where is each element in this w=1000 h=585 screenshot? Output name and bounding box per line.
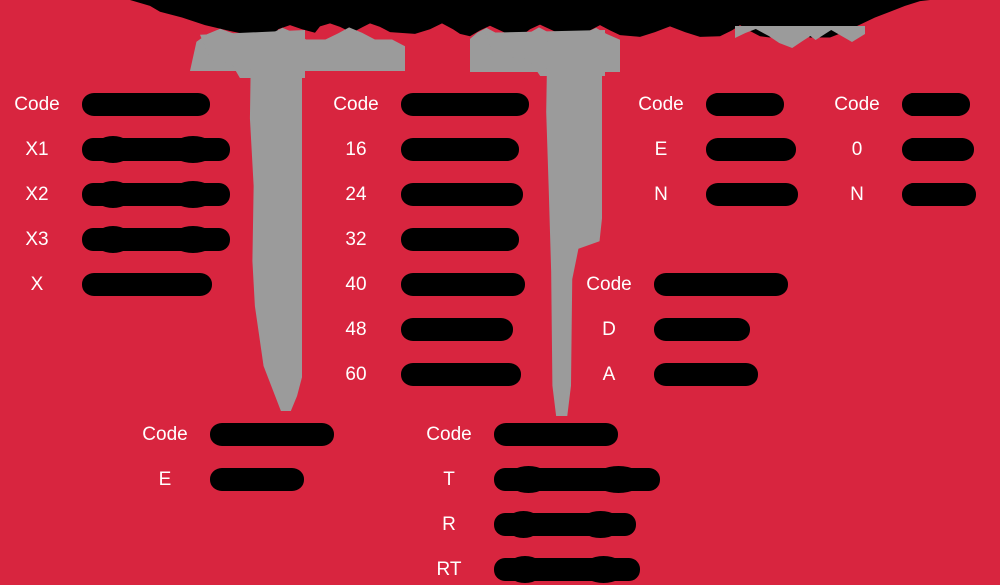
table-row: D — [578, 307, 788, 352]
table-row: 48 — [325, 307, 529, 352]
table-row: A — [578, 352, 788, 397]
cell-code: 40 — [345, 274, 367, 295]
table-row: R — [418, 502, 660, 547]
table-row: X — [6, 262, 230, 307]
redacted-description — [82, 273, 212, 296]
redacted-description — [82, 181, 230, 208]
cell-code: 32 — [345, 229, 367, 250]
table-row: 16 — [325, 127, 529, 172]
cell-code: A — [602, 364, 616, 385]
cell-code: 48 — [345, 319, 367, 340]
cell-code: 60 — [345, 364, 367, 385]
cell-code: X — [30, 274, 44, 295]
redacted-description — [210, 423, 334, 446]
redacted-description — [706, 93, 784, 116]
table-row: X3 — [6, 217, 230, 262]
redacted-description — [902, 183, 976, 206]
cell-code: E — [654, 139, 668, 160]
redacted-description — [494, 511, 636, 538]
redacted-description — [210, 468, 304, 491]
table-row: E — [134, 457, 334, 502]
redacted-description — [654, 318, 750, 341]
redacted-description — [654, 363, 758, 386]
table-row: N — [630, 172, 798, 217]
cell-code: T — [443, 469, 455, 490]
table-header-row: Code — [134, 412, 334, 457]
cell-code: X1 — [25, 139, 49, 160]
redacted-description — [401, 138, 519, 161]
column-header-code: Code — [142, 424, 188, 445]
redacted-description — [401, 363, 521, 386]
table-row: 60 — [325, 352, 529, 397]
redacted-description — [401, 228, 519, 251]
redacted-description — [401, 93, 529, 116]
redacted-description — [401, 183, 523, 206]
table-header-row: Code — [826, 82, 976, 127]
redacted-description — [494, 556, 640, 583]
redacted-description — [494, 466, 660, 493]
cell-code: X3 — [25, 229, 49, 250]
cell-code: 0 — [851, 139, 863, 160]
cell-code: E — [158, 469, 172, 490]
column-header-code: Code — [426, 424, 472, 445]
redacted-description — [401, 318, 513, 341]
redacted-description — [706, 183, 798, 206]
code-table-numeric: Code 16 24 32 40 48 60 — [325, 82, 529, 397]
table-header-row: Code — [325, 82, 529, 127]
table-row: T — [418, 457, 660, 502]
table-row: E — [630, 127, 798, 172]
cell-code: X2 — [25, 184, 49, 205]
table-row: 40 — [325, 262, 529, 307]
redacted-description — [494, 423, 618, 446]
cell-code: D — [602, 319, 616, 340]
cell-code: 16 — [345, 139, 367, 160]
table-header-row: Code — [418, 412, 660, 457]
table-header-row: Code — [630, 82, 798, 127]
table-row: RT — [418, 547, 660, 585]
table-row: N — [826, 172, 976, 217]
table-row: 0 — [826, 127, 976, 172]
redacted-description — [902, 93, 970, 116]
column-header-code: Code — [333, 94, 379, 115]
redacted-description — [82, 226, 230, 253]
column-header-code: Code — [14, 94, 60, 115]
column-header-code: Code — [638, 94, 684, 115]
redacted-description — [706, 138, 796, 161]
cell-code: R — [442, 514, 456, 535]
cell-code: RT — [436, 559, 462, 580]
column-header-code: Code — [834, 94, 880, 115]
table-row: 24 — [325, 172, 529, 217]
redacted-description — [82, 93, 210, 116]
table-row: X2 — [6, 172, 230, 217]
redacted-description — [401, 273, 525, 296]
redacted-description — [654, 273, 788, 296]
redacted-description — [82, 136, 230, 163]
column-header-code: Code — [586, 274, 632, 295]
redacted-description — [902, 138, 974, 161]
table-header-row: Code — [578, 262, 788, 307]
table-row: 32 — [325, 217, 529, 262]
cell-code: 24 — [345, 184, 367, 205]
table-header-row: Code — [6, 82, 230, 127]
table-row: X1 — [6, 127, 230, 172]
cell-code: N — [850, 184, 864, 205]
cell-code: N — [654, 184, 668, 205]
